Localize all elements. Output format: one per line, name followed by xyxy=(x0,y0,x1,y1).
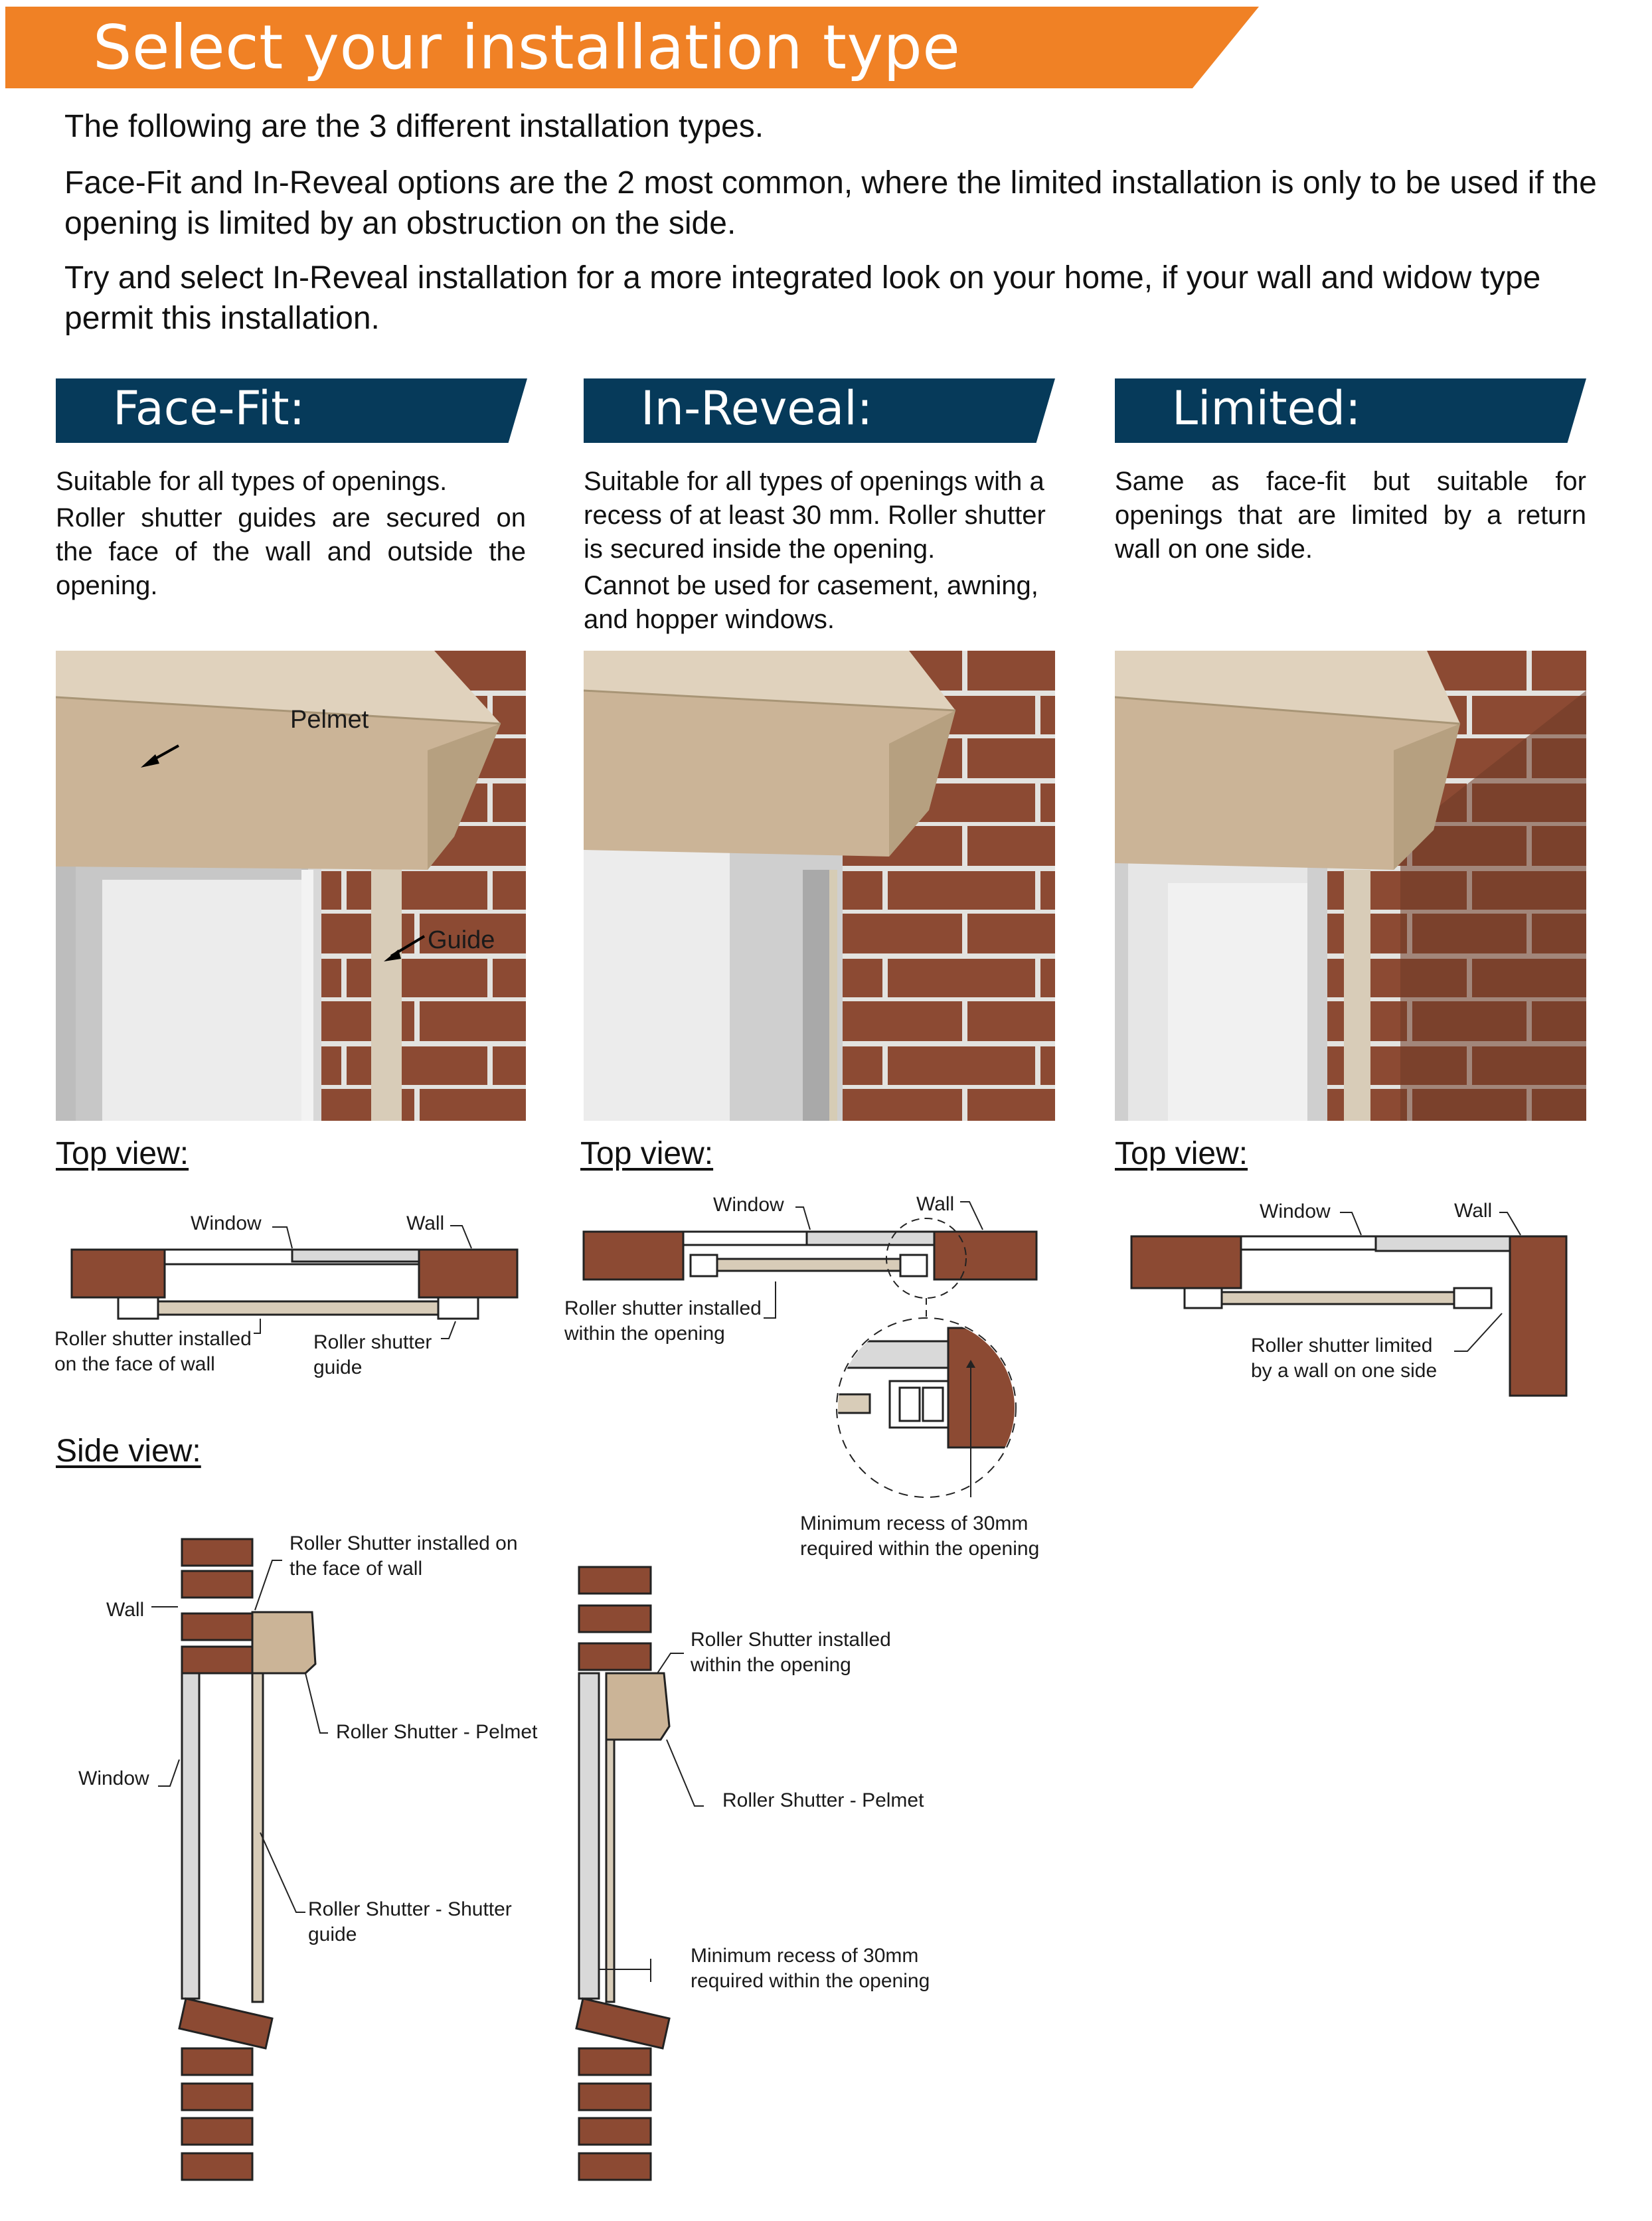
limited-window-label: Window xyxy=(1260,1200,1331,1222)
in-reveal-side-pelmet-label: Roller Shutter - Pelmet xyxy=(722,1789,924,1811)
face-fit-photo: Pelmet Guide xyxy=(56,651,526,1121)
pelmet-label: Pelmet xyxy=(290,706,369,734)
in-reveal-installed-label: Roller shutter installed within the open… xyxy=(564,1297,762,1345)
face-fit-desc-line-1: Suitable for all types of openings. xyxy=(56,467,448,496)
in-reveal-top-view-title: Top view: xyxy=(580,1136,714,1171)
face-fit-side-window-label: Window xyxy=(78,1768,149,1789)
in-reveal-top-view-diagram xyxy=(582,1201,1038,1498)
face-fit-top-view-diagram xyxy=(70,1225,519,1339)
limited-desc-line-1: Same as face-fit but suitable for openin… xyxy=(1115,467,1586,564)
face-fit-desc-line-2: Roller shutter guides are secured on the… xyxy=(56,503,526,600)
face-fit-heading: Face-Fit: xyxy=(113,381,305,436)
face-fit-side-view-diagram xyxy=(151,1538,328,2181)
in-reveal-side-recess-label: Minimum recess of 30mm required within t… xyxy=(691,1945,930,1992)
guide-label: Guide xyxy=(428,926,495,954)
in-reveal-wall-label: Wall xyxy=(916,1193,955,1215)
face-fit-wall-label: Wall xyxy=(406,1212,445,1234)
limited-photo xyxy=(1115,651,1586,1121)
face-fit-description: Suitable for all types of openings. Roll… xyxy=(56,465,526,606)
page-title: Select your installation type xyxy=(93,12,961,83)
intro-paragraph-3: Try and select In-Reveal installation fo… xyxy=(64,260,1541,336)
face-fit-top-view-title: Top view: xyxy=(56,1136,189,1171)
in-reveal-desc-line-1: Suitable for all types of openings with … xyxy=(584,467,1046,564)
face-fit-side-pelmet-label: Roller Shutter - Pelmet xyxy=(336,1721,538,1743)
intro-paragraph-2: Face-Fit and In-Reveal options are the 2… xyxy=(64,165,1597,241)
in-reveal-desc-line-2: Cannot be used for casement, awning, and… xyxy=(584,571,1038,634)
intro-paragraph-1: The following are the 3 different instal… xyxy=(64,109,764,144)
limited-description: Same as face-fit but suitable for openin… xyxy=(1115,465,1586,569)
face-fit-installed-label: Roller shutter installed on the face of … xyxy=(54,1328,252,1375)
face-fit-side-guide-label: Roller Shutter - Shutter guide xyxy=(308,1898,512,1945)
in-reveal-recess-label: Minimum recess of 30mm required within t… xyxy=(800,1513,1040,1560)
face-fit-side-installed-label: Roller Shutter installed on the face of … xyxy=(289,1532,518,1580)
limited-header: Limited: xyxy=(1115,378,1586,443)
in-reveal-heading: In-Reveal: xyxy=(641,381,873,436)
limited-installed-label: Roller shutter limited by a wall on one … xyxy=(1251,1335,1438,1382)
limited-top-view-diagram xyxy=(1130,1212,1568,1397)
in-reveal-description: Suitable for all types of openings with … xyxy=(584,465,1055,639)
limited-heading: Limited: xyxy=(1172,381,1361,436)
in-reveal-photo xyxy=(584,651,1055,1121)
in-reveal-side-installed-label: Roller Shutter installed within the open… xyxy=(691,1629,891,1676)
title-banner: Select your installation type xyxy=(5,7,1259,88)
face-fit-header: Face-Fit: xyxy=(56,378,527,443)
in-reveal-header: In-Reveal: xyxy=(584,378,1055,443)
face-fit-window-label: Window xyxy=(191,1212,262,1234)
face-fit-guide-label: Roller shutter guide xyxy=(313,1331,432,1378)
face-fit-side-wall-label: Wall xyxy=(106,1599,145,1621)
in-reveal-side-view-diagram xyxy=(575,1566,704,2181)
side-view-title: Side view: xyxy=(56,1434,201,1469)
limited-wall-label: Wall xyxy=(1454,1200,1493,1222)
limited-top-view-title: Top view: xyxy=(1115,1136,1248,1171)
in-reveal-window-label: Window xyxy=(713,1194,784,1216)
